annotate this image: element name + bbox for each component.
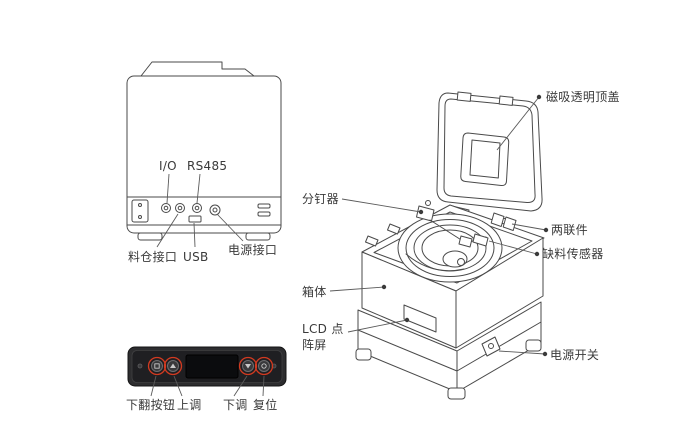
callout-dot <box>381 284 387 290</box>
callout-dot <box>534 251 540 257</box>
bowl-spiral <box>405 253 465 272</box>
highlight-ring <box>254 356 274 376</box>
box-right-face <box>455 237 544 349</box>
highlight-ring <box>238 356 258 376</box>
device-foot <box>245 232 271 241</box>
power-switch-dot <box>488 343 494 349</box>
vent-slot <box>257 203 271 209</box>
back-body-outline <box>126 75 282 234</box>
down-arrow-glyph <box>245 364 251 369</box>
reset-glyph <box>261 363 267 369</box>
lcd-label: LCD 点阵屏 <box>302 322 344 352</box>
vent-slot <box>257 211 271 217</box>
up-arrow-glyph <box>170 363 176 368</box>
bowl-hub-center <box>457 258 465 266</box>
back-top-trapezoid <box>140 61 255 77</box>
callout-dot <box>404 317 410 323</box>
hopper-port-label: 料仓接口 <box>128 250 178 264</box>
control-panel-drawing <box>127 346 287 387</box>
callout-dot <box>542 351 548 357</box>
usb-port <box>188 215 202 223</box>
iso-leader-lines <box>329 96 547 355</box>
lid-latch <box>456 91 472 102</box>
reset-button <box>258 360 270 372</box>
lid-window <box>460 132 510 187</box>
usb-label: USB <box>183 250 209 264</box>
lcd-display <box>185 354 239 379</box>
panel-leader-lines <box>150 375 265 397</box>
hopper-port <box>175 203 185 213</box>
pin-separator-part <box>416 205 435 222</box>
shortage-sensor-label: 缺料传感器 <box>542 247 604 261</box>
lcd-panel <box>403 304 437 333</box>
duplex-part <box>490 212 505 227</box>
reset-label: 复位 <box>253 398 278 412</box>
highlight-ring <box>163 356 183 376</box>
lid-window-inner <box>469 139 501 179</box>
bowl-hub <box>442 250 468 268</box>
panel-screw <box>137 363 143 369</box>
device-foot <box>525 339 542 352</box>
magnetic-cover-label: 磁吸透明顶盖 <box>546 90 620 104</box>
separator-knob <box>425 200 431 206</box>
power-jack <box>209 204 221 216</box>
page-down-glyph <box>154 363 160 369</box>
duplex-part <box>502 216 517 231</box>
adjust-down-label: 下调 <box>223 398 248 412</box>
adjust-up-label: 上调 <box>177 398 202 412</box>
io-label: I/O <box>159 159 177 173</box>
separator-block <box>458 235 473 248</box>
rs485-label: RS485 <box>187 159 228 173</box>
highlight-ring <box>147 356 167 376</box>
base-seam <box>357 321 542 372</box>
rim-clip <box>365 235 379 247</box>
callout-dot <box>418 209 424 215</box>
shortage-sensor-part <box>472 233 489 247</box>
lid-inner-line <box>443 98 536 204</box>
rs485-port <box>192 203 202 213</box>
power-inlet-block <box>131 199 149 223</box>
power-switch-label: 电源开关 <box>550 348 600 362</box>
rim-clip <box>387 223 401 235</box>
page-down-label: 下翻按钮 <box>126 398 176 412</box>
device-foot <box>137 232 163 241</box>
pin-separator-label: 分钉器 <box>302 192 339 206</box>
io-port <box>161 203 171 213</box>
back-view-drawing <box>126 61 282 241</box>
page-down-button <box>151 360 163 372</box>
iso-view-drawing <box>355 91 545 400</box>
callout-dots <box>381 94 549 357</box>
device-foot <box>447 387 466 400</box>
bowl-track <box>405 219 495 277</box>
callout-dot <box>543 227 549 233</box>
duplex-fitting-label: 两联件 <box>551 223 588 237</box>
cabinet-label: 箱体 <box>302 285 327 299</box>
power-switch-part <box>481 336 501 357</box>
power-port-label: 电源接口 <box>228 243 278 257</box>
callout-dot <box>536 94 542 100</box>
device-foot <box>355 348 372 361</box>
back-view-leader-lines <box>156 173 244 248</box>
lid-latch <box>498 95 514 106</box>
